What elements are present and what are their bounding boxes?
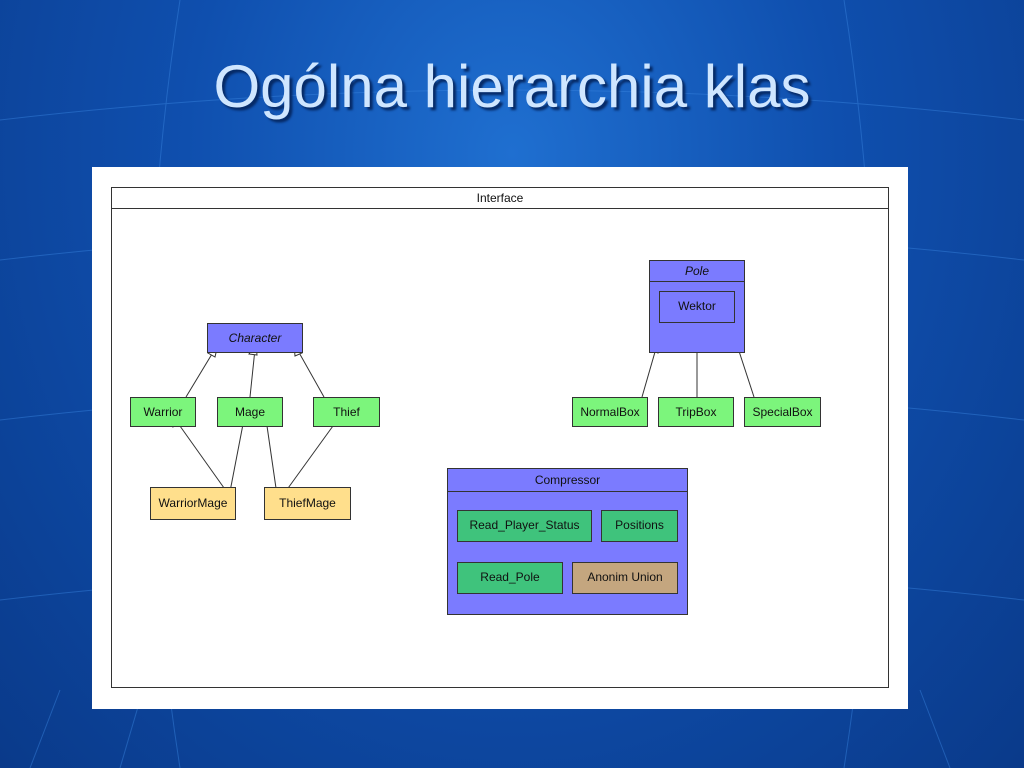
class-thief: Thief bbox=[313, 397, 380, 427]
member-wektor: Wektor bbox=[659, 291, 735, 323]
class-pole-label: Pole bbox=[650, 261, 744, 282]
class-thief-label: Thief bbox=[333, 405, 360, 419]
package-compressor-label: Compressor bbox=[448, 469, 687, 492]
class-warrior-label: Warrior bbox=[143, 405, 183, 419]
package-compressor: Compressor Read_Player_Status Positions … bbox=[447, 468, 688, 615]
inheritance-arrows bbox=[171, 338, 755, 503]
slide-title: Ogólna hierarchia klas bbox=[213, 53, 811, 120]
member-read-player-status: Read_Player_Status bbox=[457, 510, 592, 542]
member-anonim-union: Anonim Union bbox=[572, 562, 678, 594]
class-warriormage: WarriorMage bbox=[150, 487, 236, 520]
diagram-canvas: Interface Character bbox=[92, 167, 908, 709]
class-specialbox: SpecialBox bbox=[744, 397, 821, 427]
class-character: Character bbox=[207, 323, 303, 353]
interface-frame: Interface bbox=[111, 187, 889, 688]
class-thiefmage-label: ThiefMage bbox=[279, 496, 336, 510]
class-specialbox-label: SpecialBox bbox=[752, 405, 813, 419]
class-tripbox: TripBox bbox=[658, 397, 734, 427]
member-read-pole: Read_Pole bbox=[457, 562, 563, 594]
class-pole: Pole Wektor bbox=[649, 260, 745, 353]
class-character-label: Character bbox=[228, 331, 282, 345]
class-normalbox: NormalBox bbox=[572, 397, 648, 427]
class-warrior: Warrior bbox=[130, 397, 196, 427]
class-mage-label: Mage bbox=[234, 405, 266, 419]
class-warriormage-label: WarriorMage bbox=[158, 496, 228, 510]
class-normalbox-label: NormalBox bbox=[580, 405, 640, 419]
interface-label: Interface bbox=[112, 188, 888, 209]
class-mage: Mage bbox=[217, 397, 283, 427]
class-thiefmage: ThiefMage bbox=[264, 487, 351, 520]
class-tripbox-label: TripBox bbox=[675, 405, 717, 419]
member-positions: Positions bbox=[601, 510, 678, 542]
